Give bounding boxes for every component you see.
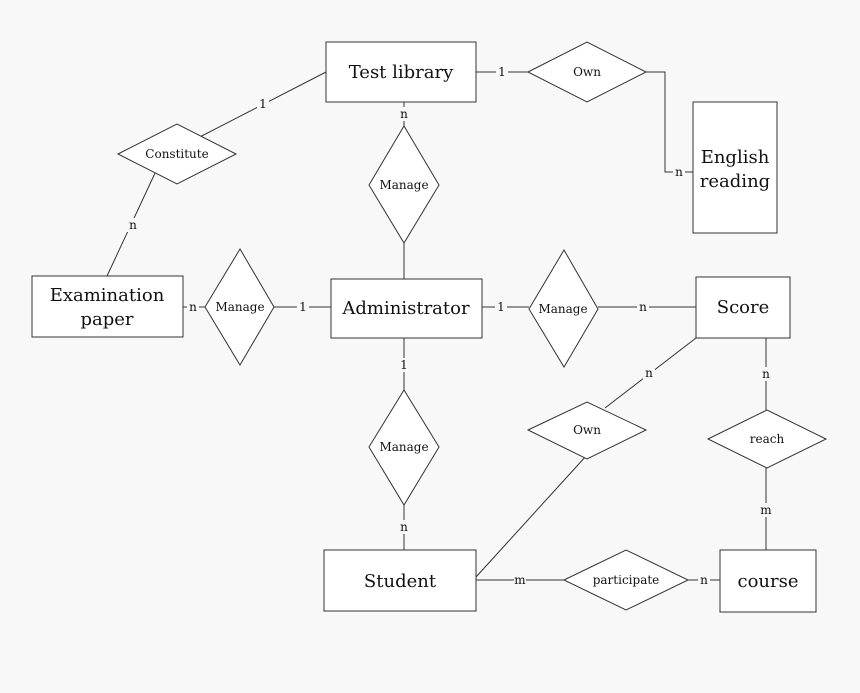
entity-examination-paper: Examination paper <box>31 275 184 338</box>
rel-participate: participate <box>562 549 690 611</box>
rel-constitute-label: Constitute <box>145 147 208 161</box>
entity-score-label: Score <box>717 297 770 318</box>
rel-reach-label: reach <box>750 432 785 446</box>
card-own-english: n <box>675 165 683 179</box>
card-manage-student: n <box>400 520 408 534</box>
card-admin-manage: 1 <box>497 300 505 314</box>
entity-examination-paper-line2: paper <box>80 309 133 330</box>
rel-participate-label: participate <box>593 573 660 587</box>
rel-manage-top-label: Manage <box>379 178 428 192</box>
rel-constitute: Constitute <box>116 123 238 185</box>
rel-manage-bottom-label: Manage <box>379 440 428 454</box>
entity-test-library: Test library <box>325 41 477 103</box>
rel-own-top: Own <box>526 41 648 103</box>
entity-administrator: Administrator <box>330 278 483 339</box>
entity-course: course <box>719 549 817 613</box>
rel-manage-right-label: Manage <box>538 302 587 316</box>
entity-english-reading-line2: reading <box>700 171 770 192</box>
rel-manage-left-label: Manage <box>215 300 264 314</box>
entity-student: Student <box>323 549 477 612</box>
card-manage-admin: 1 <box>299 300 307 314</box>
edge-own-student <box>475 454 588 578</box>
rel-manage-bottom: Manage <box>368 389 440 506</box>
card-score-reach: n <box>762 367 770 381</box>
entity-course-label: course <box>737 571 798 592</box>
rel-own-mid: Own <box>526 401 648 460</box>
card-library-constitute: 1 <box>259 97 267 111</box>
rel-manage-top: Manage <box>368 125 440 244</box>
entity-student-label: Student <box>364 571 437 592</box>
rel-manage-left: Manage <box>204 248 275 366</box>
entity-examination-paper-line1: Examination <box>50 285 165 306</box>
entity-test-library-label: Test library <box>349 62 454 83</box>
card-library-manage: n <box>400 107 408 121</box>
rel-reach: reach <box>706 409 828 469</box>
card-paper-manage: n <box>189 300 197 314</box>
entity-english-reading: English reading <box>692 101 778 234</box>
card-library-own: 1 <box>498 65 506 79</box>
entity-score: Score <box>695 276 791 339</box>
card-manage-score: n <box>639 300 647 314</box>
rel-own-mid-label: Own <box>573 423 601 437</box>
card-student-participate: m <box>514 573 526 587</box>
edge-own-english <box>645 71 693 173</box>
cardinalities: 1 n 1 n n n 1 1 n 1 n n n m m n <box>127 65 772 587</box>
card-score-own: n <box>645 366 653 380</box>
rel-own-top-label: Own <box>573 65 601 79</box>
card-admin-manage-bottom: 1 <box>400 358 408 372</box>
rel-manage-right: Manage <box>528 249 599 368</box>
entity-administrator-label: Administrator <box>341 298 470 319</box>
card-constitute-paper: n <box>129 218 137 232</box>
card-reach-course: m <box>760 503 772 517</box>
entity-english-reading-line1: English <box>701 147 770 168</box>
card-participate-course: n <box>700 573 708 587</box>
